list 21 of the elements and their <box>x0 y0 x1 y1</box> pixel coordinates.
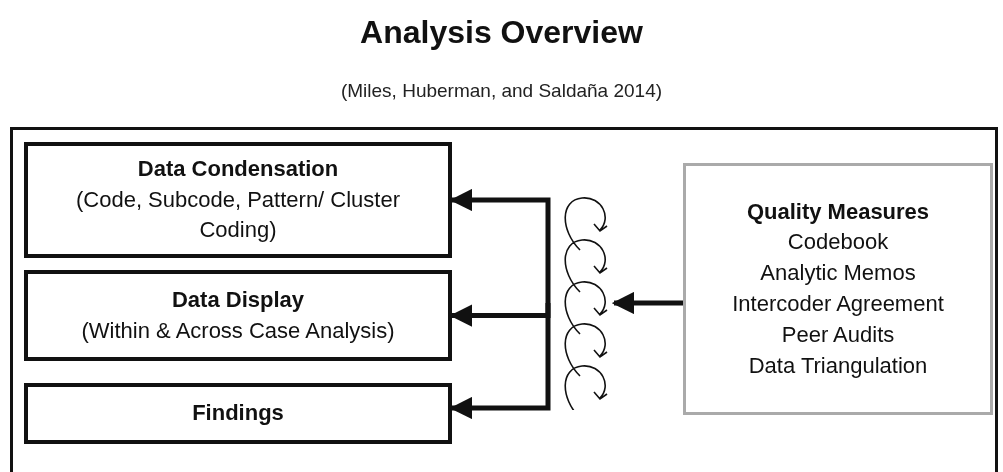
node-heading: Data Display <box>171 285 305 314</box>
node-text: Data Triangulation <box>748 351 928 380</box>
node-heading: Quality Measures <box>746 197 930 226</box>
citation-caption: (Miles, Huberman, and Saldaña 2014) <box>339 80 664 102</box>
node-text: Analytic Memos <box>760 259 916 288</box>
node-text: (Code, Subcode, Pattern/ Cluster Coding) <box>74 185 402 245</box>
frame <box>10 127 998 472</box>
arrow <box>449 303 551 420</box>
quality-measures-box <box>683 163 993 415</box>
node-text: Codebook <box>787 228 889 257</box>
node-text: Intercoder Agreement <box>732 290 944 318</box>
process-box <box>24 270 452 361</box>
node-text: Peer Audits <box>781 320 895 349</box>
arrow <box>611 291 683 315</box>
diagram-title: Analysis Overview <box>359 14 644 51</box>
process-box <box>24 142 452 258</box>
arrow <box>449 188 551 303</box>
process-box <box>24 383 452 444</box>
node-heading: Data Condensation <box>137 154 339 183</box>
node-text: (Within & Across Case Analysis) <box>81 316 395 345</box>
node-heading: Findings <box>192 399 284 428</box>
